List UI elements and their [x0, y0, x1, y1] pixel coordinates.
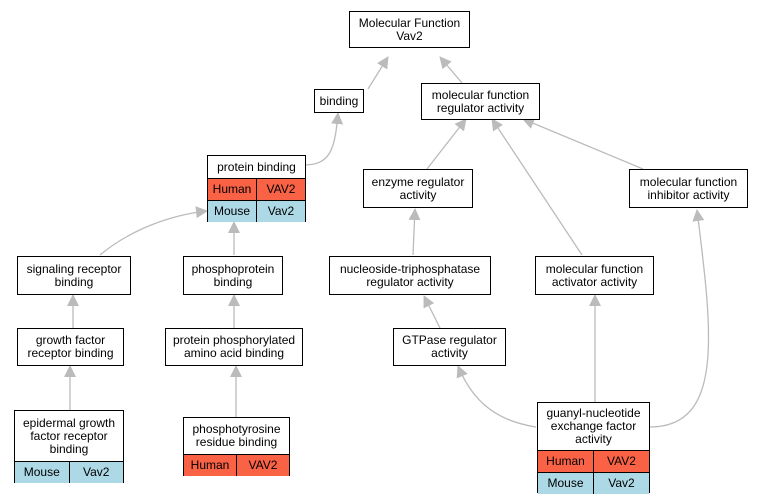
go-node-phospho-aa: protein phosphorylated amino acid bindin…	[165, 328, 303, 366]
mouse-annotation-row: Mouse Vav2	[15, 461, 123, 483]
edge-mf-inhibitor-to-mf-regulator	[522, 117, 644, 170]
node-label-line: regulator activity	[436, 100, 525, 115]
species-cell: Human	[190, 458, 230, 472]
node-label-line: signaling receptor	[26, 261, 122, 276]
species-cell: Human	[212, 182, 252, 196]
go-node-gef-activity: guanyl-nucleotide exchange factor activi…	[537, 402, 650, 494]
species-cell: Human	[546, 454, 585, 468]
edge-binding-to-root	[367, 56, 389, 90]
node-label-line: Vav2	[396, 28, 423, 43]
go-node-ntpase-regulator: nucleoside-triphosphatase regulator acti…	[329, 256, 491, 295]
edge-signaling-receptor-to-protein-binding	[99, 206, 208, 256]
human-annotation-row: Human VAV2	[538, 450, 649, 472]
node-label-line: receptor binding	[27, 346, 114, 360]
node-label-line: regulator activity	[366, 274, 454, 289]
edge-protein-binding-to-binding	[303, 112, 344, 166]
go-node-gtpase-regulator: GTPase regulator activity	[393, 328, 506, 366]
gene-cell: VAV2	[256, 179, 305, 200]
mouse-annotation-row: Mouse Vav2	[208, 200, 305, 222]
go-node-root: Molecular Function Vav2	[349, 11, 470, 48]
edge-gef-activity-to-gtpase-regulator	[456, 365, 537, 428]
go-node-signaling-receptor: signaling receptor binding	[17, 256, 131, 295]
node-label-line: growth factor	[35, 333, 106, 347]
node-label-line: Molecular Function	[358, 15, 461, 30]
node-label-line: factor receptor	[30, 428, 108, 443]
species-cell: Mouse	[213, 204, 251, 218]
node-label-line: enzyme regulator	[371, 174, 465, 189]
species-cell: Mouse	[23, 465, 60, 479]
mouse-annotation-row: Mouse Vav2	[538, 472, 649, 494]
gene-cell: VAV2	[236, 455, 289, 476]
go-node-egfr-binding: epidermal growth factor receptor binding…	[14, 410, 124, 483]
go-node-phosphoprotein: phosphoprotein binding	[183, 256, 283, 295]
node-label-line: binding	[54, 274, 94, 289]
go-node-mf-inhibitor: molecular function inhibitor activity	[629, 169, 748, 208]
go-node-mf-regulator: molecular function regulator activity	[421, 83, 540, 120]
go-node-enzyme-regulator: enzyme regulator activity	[363, 169, 473, 208]
node-label-line: activator activity	[551, 274, 638, 289]
go-node-binding: binding	[314, 89, 364, 113]
species-cell: Mouse	[547, 476, 584, 490]
node-label-line: binding	[49, 441, 89, 456]
gene-cell: Vav2	[256, 201, 305, 222]
node-label-line: residue binding	[195, 435, 278, 449]
go-node-ptyr-binding: phosphotyrosine residue binding Human VA…	[183, 417, 290, 476]
edge-gtpase-regulator-to-ntpase-regulator	[423, 295, 441, 329]
node-label-line: amino acid binding	[183, 346, 285, 360]
node-label-line: binding	[319, 93, 359, 108]
gene-cell: Vav2	[593, 473, 649, 494]
node-label-line: activity	[399, 187, 437, 202]
node-label-line: molecular function	[431, 87, 530, 102]
go-node-gf-receptor: growth factor receptor binding	[17, 328, 124, 366]
node-label-line: exchange factor	[550, 419, 637, 433]
node-label-line: molecular function	[639, 174, 738, 189]
node-label-line: molecular function	[545, 261, 644, 276]
go-node-mf-activator: molecular function activator activity	[535, 256, 654, 295]
node-label-line: inhibitor activity	[647, 187, 730, 202]
node-label-line: phosphotyrosine	[192, 422, 281, 436]
edge-gef-activity-to-mf-inhibitor	[649, 209, 710, 428]
node-label-line: epidermal growth	[22, 415, 116, 430]
edge-ntpase-regulator-to-enzyme-regulator	[408, 208, 421, 256]
gene-cell: VAV2	[593, 451, 649, 472]
node-label-line: protein phosphorylated	[172, 333, 296, 347]
go-node-protein-binding: protein binding Human VAV2 Mouse Vav2	[207, 155, 306, 222]
node-label-line: GTPase regulator	[402, 333, 497, 347]
node-label-line: protein binding	[217, 159, 296, 174]
node-label-line: guanyl-nucleotide	[546, 406, 641, 420]
gene-cell: Vav2	[68, 462, 124, 483]
node-label-line: activity	[575, 432, 612, 446]
human-annotation-row: Human VAV2	[208, 178, 305, 200]
node-label-line: binding	[213, 274, 253, 289]
node-label-line: phosphoprotein	[191, 261, 275, 276]
edge-enzyme-regulator-to-mf-regulator	[426, 118, 467, 170]
node-label-line: nucleoside-triphosphatase	[339, 261, 481, 276]
human-annotation-row: Human VAV2	[184, 454, 289, 476]
node-label-line: activity	[431, 346, 468, 360]
edge-mf-activator-to-mf-regulator	[491, 118, 583, 256]
edge-mf-regulator-to-root	[439, 56, 463, 84]
